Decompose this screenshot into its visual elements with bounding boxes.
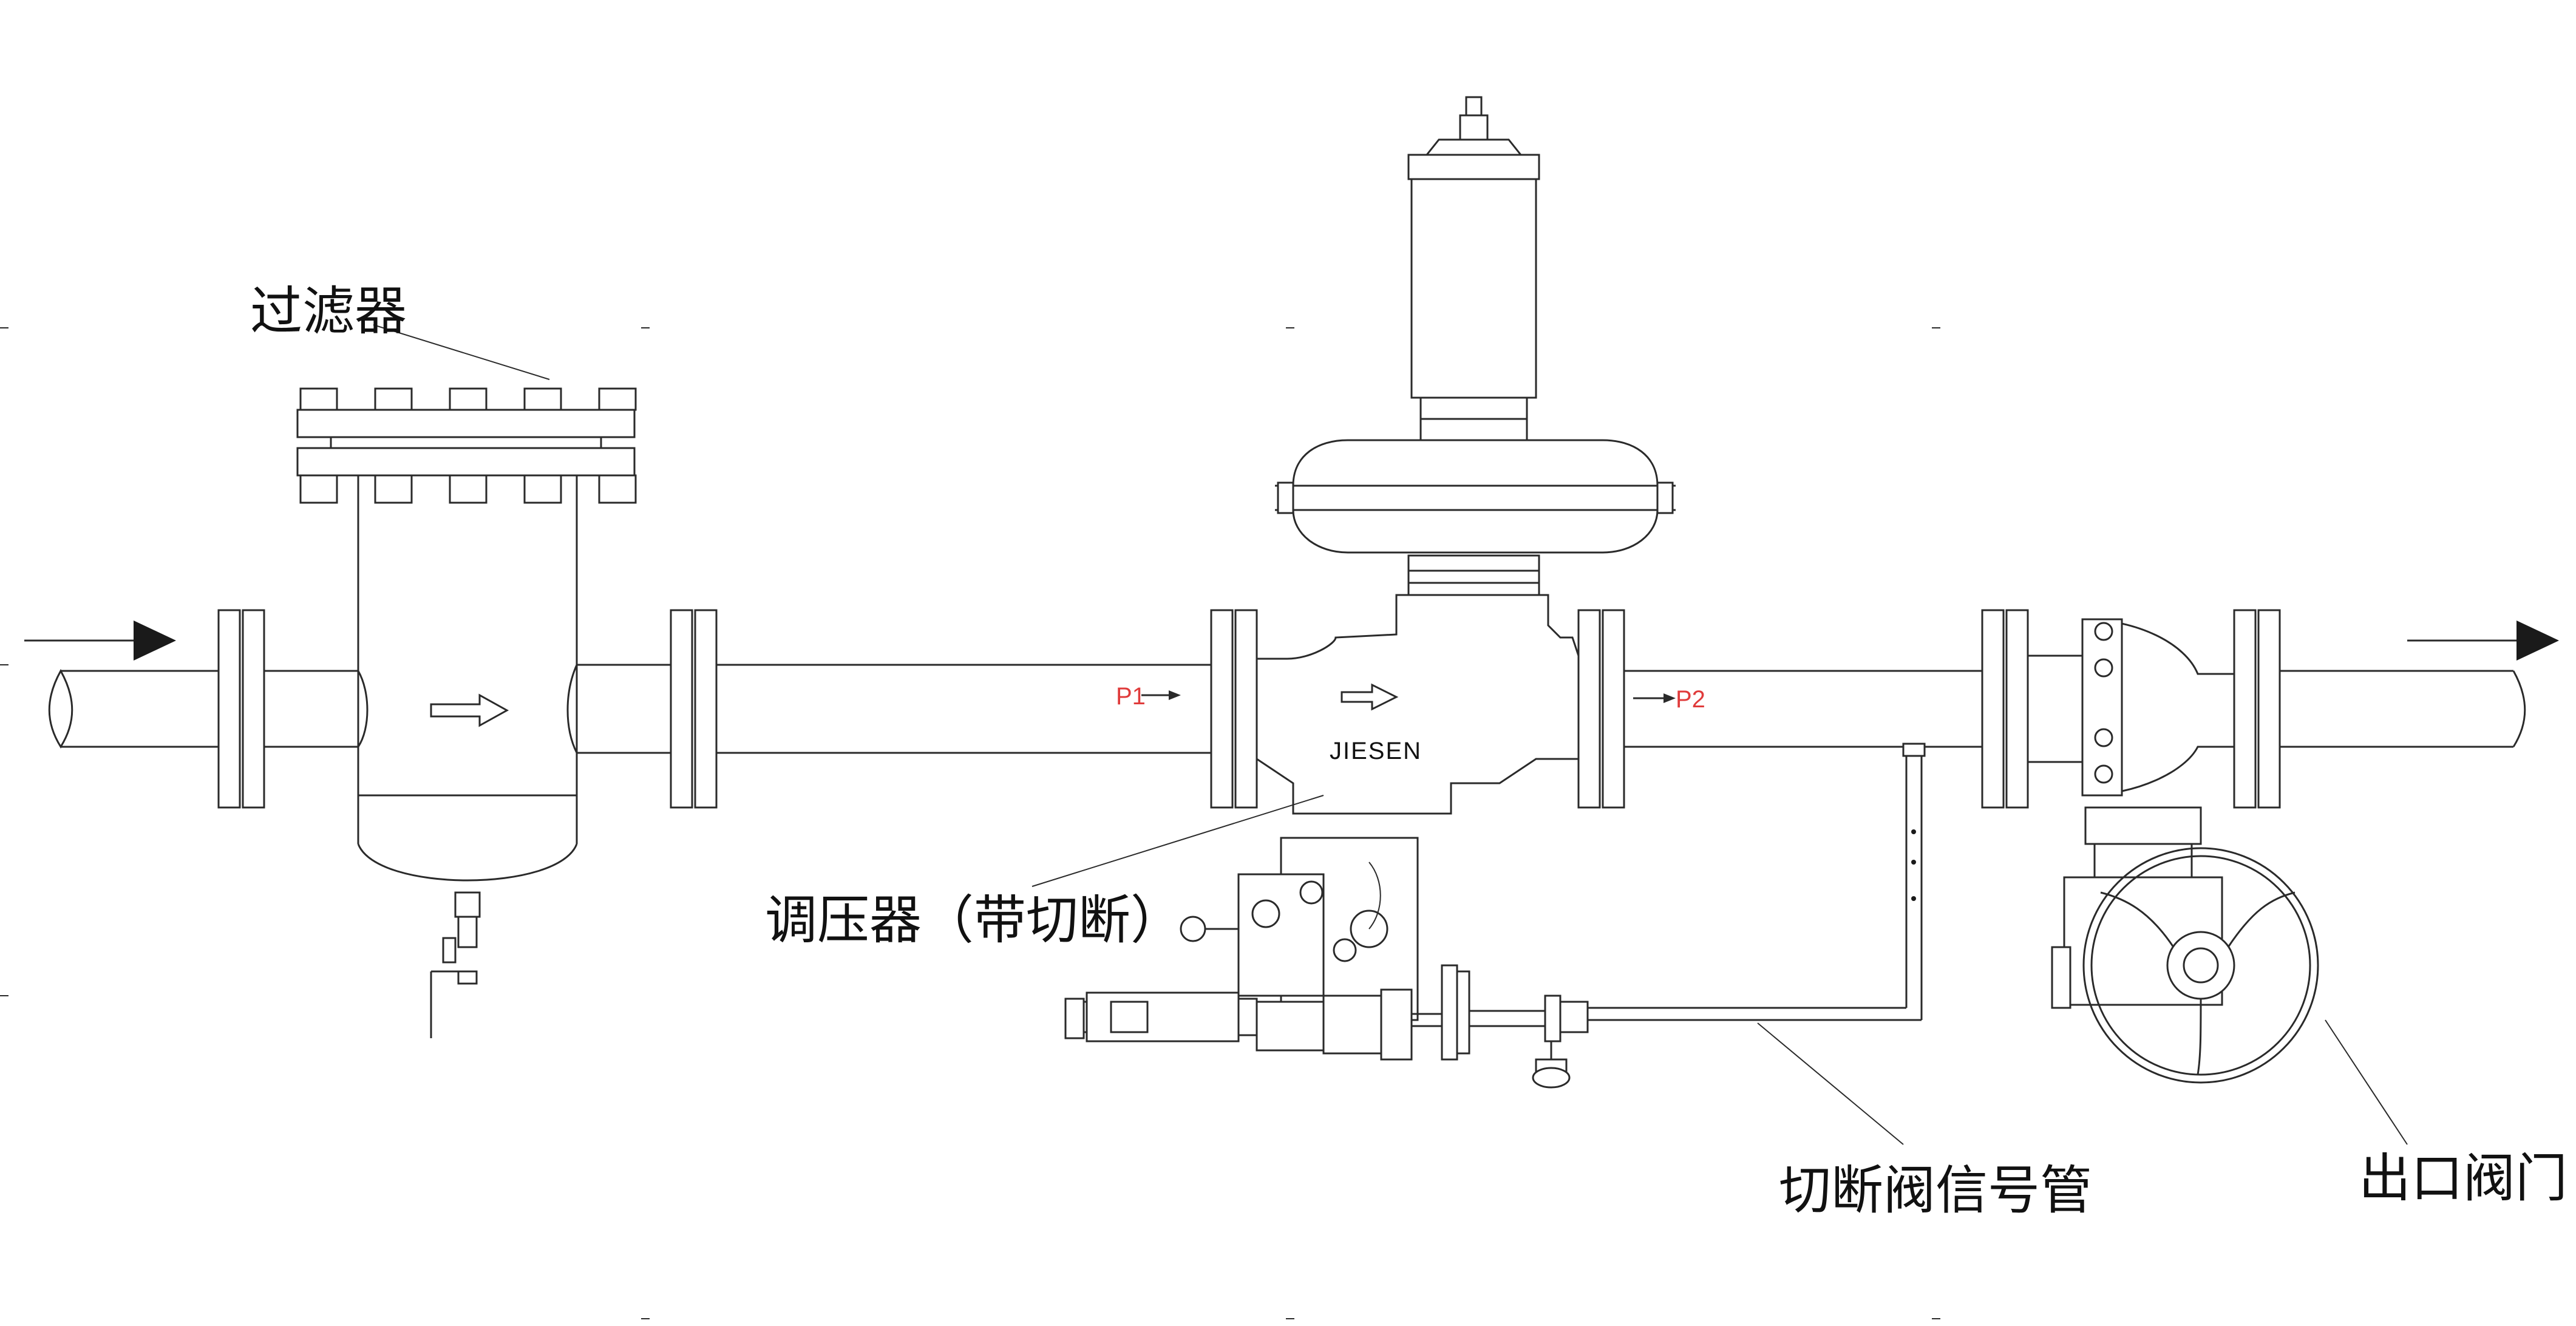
pressure-label-p1: P1 — [1116, 683, 1146, 710]
brand-label: JIESEN — [1330, 738, 1422, 764]
signal-pipe — [1588, 743, 1926, 1021]
registration-marks — [0, 327, 1940, 1319]
outlet-valve-body — [2028, 618, 2319, 1084]
shutoff-assembly — [1064, 837, 1589, 1089]
filter-body — [296, 387, 637, 1038]
label-signal-pipe: 切断阀信号管 — [1779, 1160, 2092, 1221]
pressure-tap-p1: P1 — [1116, 683, 1181, 710]
label-outlet-valve: 出口阀门 — [2359, 1148, 2568, 1209]
regulator-body — [1256, 96, 1676, 815]
flow-arrow-right-icon — [2407, 620, 2559, 661]
label-regulator: 调压器（带切断） — [765, 890, 1183, 951]
leader-lines — [373, 324, 2408, 1145]
flow-arrow-right-icon — [24, 620, 176, 661]
pressure-label-p2: P2 — [1676, 686, 1705, 713]
main-pipe — [48, 609, 2526, 809]
label-filter: 过滤器 — [250, 281, 407, 342]
pressure-tap-p2: P2 — [1633, 686, 1705, 713]
